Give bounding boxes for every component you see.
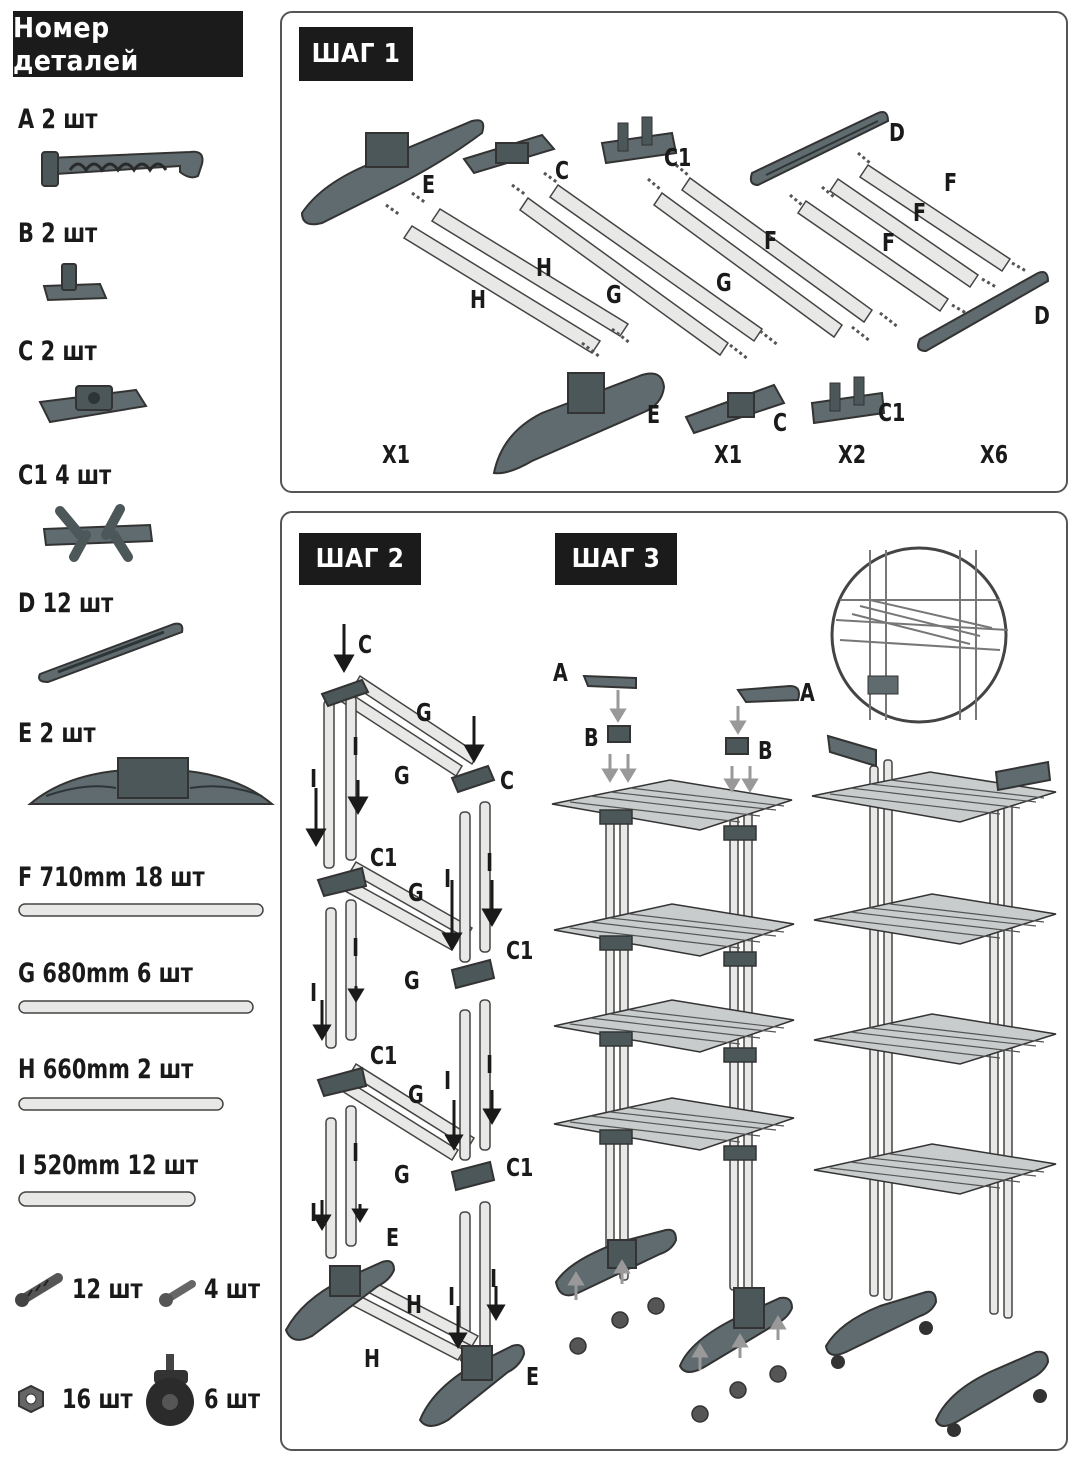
- step1-label-h1: H: [536, 253, 553, 282]
- step2-label-i12: I: [490, 1264, 498, 1293]
- step2-label-i3: I: [444, 864, 452, 893]
- step2-label-i7: I: [444, 1066, 452, 1095]
- step2-title: ШАГ 2: [299, 533, 421, 585]
- rod-g-2: [548, 183, 764, 343]
- step1-title: ШАГ 1: [299, 27, 413, 81]
- step2-label-g4: G: [404, 966, 420, 995]
- step3-label-a-right: A: [800, 678, 815, 707]
- step1-label-g2: G: [716, 268, 732, 297]
- step3-title: ШАГ 3: [555, 533, 677, 585]
- step1-count-x1b: X1: [714, 440, 743, 469]
- step1-count-x6: X6: [980, 440, 1009, 469]
- step2-label-g2: G: [394, 761, 410, 790]
- part-f-rod-icon: [18, 903, 264, 917]
- step1-count-x2: X2: [838, 440, 867, 469]
- step3-label-a-left: A: [553, 658, 568, 687]
- part-label-c: C 2 шт: [18, 336, 97, 367]
- nut-count: 16 шт: [62, 1384, 133, 1415]
- step1-label-c1-bot: C1: [878, 398, 906, 427]
- step3-diagram: [551, 546, 1057, 1437]
- detail-zoom: [830, 546, 1009, 724]
- rod-f-4: [828, 177, 980, 289]
- step2-label-i9: I: [310, 1198, 318, 1227]
- step3-label-b-right: B: [758, 736, 773, 765]
- bolt-count: 12 шт: [72, 1274, 143, 1305]
- step2-label-i10: I: [352, 1138, 360, 1167]
- step1-count-x1a: X1: [382, 440, 411, 469]
- step2-label-g3: G: [408, 878, 424, 907]
- rack-right: [811, 734, 1057, 1437]
- rod-h-2: [430, 207, 630, 338]
- part-label-d: D 12 шт: [18, 588, 114, 619]
- part-label-b: B 2 шт: [18, 218, 98, 249]
- part-b-connector-icon: [42, 263, 108, 302]
- step1-label-f4: F: [764, 226, 778, 255]
- step2-label-c1-c: C1: [370, 1041, 398, 1070]
- step2-label-h1: H: [406, 1290, 423, 1319]
- step2-label-i11: I: [448, 1282, 456, 1311]
- part-a-hook-icon: [41, 150, 204, 187]
- part-label-e: E 2 шт: [18, 718, 96, 749]
- step2-label-g5: G: [408, 1080, 424, 1109]
- screw-icon: [159, 1280, 196, 1307]
- rod-f-5: [858, 163, 1012, 273]
- step1-label-e2: E: [647, 400, 661, 429]
- step1-label-e1: E: [422, 170, 436, 199]
- part-label-c1: C1 4 шт: [18, 460, 112, 491]
- step1-label-d-top: D: [889, 118, 905, 147]
- parts-header: Номер деталей: [13, 11, 243, 77]
- step2-label-e-top: E: [386, 1223, 400, 1252]
- step2-label-i1: I: [310, 764, 318, 793]
- step1-label-d-bot: D: [1034, 301, 1050, 330]
- wheel-count: 6 шт: [204, 1384, 261, 1415]
- rod-f-2: [680, 176, 874, 324]
- step2-label-c1-d: C1: [506, 1153, 534, 1182]
- step1-label-f1: F: [944, 168, 958, 197]
- part-label-g: G 680mm 6 шт: [18, 958, 193, 989]
- step1-label-f2: F: [913, 198, 927, 227]
- step2-label-i2: I: [352, 732, 360, 761]
- wheel-icon: [146, 1354, 194, 1426]
- step2-label-i8: I: [486, 1050, 494, 1079]
- step1-label-h2: H: [470, 285, 487, 314]
- part-c1-joint-icon: [42, 504, 154, 562]
- step2-label-h2: H: [364, 1344, 381, 1373]
- part-h-rod-icon: [18, 1097, 224, 1111]
- step2-diagram: [284, 624, 526, 1427]
- screw-count: 4 шт: [204, 1274, 261, 1305]
- step1-diagram: [300, 111, 1050, 475]
- step2-label-c1-a: C1: [370, 843, 398, 872]
- part-label-h: H 660mm 2 шт: [18, 1054, 194, 1085]
- step2-label-g6: G: [394, 1160, 410, 1189]
- step2-label-i5: I: [310, 978, 318, 1007]
- bolt-icon: [15, 1273, 63, 1307]
- step2-label-g1: G: [416, 698, 432, 727]
- step1-label-g1: G: [606, 280, 622, 309]
- step2-label-e-bot: E: [526, 1362, 540, 1391]
- nut-icon: [18, 1384, 44, 1414]
- step2-label-i6: I: [352, 933, 360, 962]
- part-label-a: A 2 шт: [18, 104, 98, 135]
- step1-label-c-bot: C: [773, 408, 788, 437]
- rod-f-1: [652, 191, 844, 339]
- part-g-rod-icon: [18, 1000, 254, 1014]
- part-d-rail-icon: [38, 622, 184, 684]
- part-i-rod-icon: [18, 1191, 196, 1207]
- rod-g-1: [518, 196, 730, 357]
- part-label-i: I 520mm 12 шт: [18, 1150, 199, 1181]
- step1-label-f3: F: [882, 228, 896, 257]
- rod-f-3: [796, 199, 950, 313]
- rack-left: [551, 779, 795, 1373]
- part-label-f: F 710mm 18 шт: [18, 862, 205, 893]
- part-e-base-icon: [27, 757, 275, 805]
- step3-label-b-left: B: [584, 723, 599, 752]
- step2-label-c-top: C: [358, 630, 373, 659]
- rod-h-1: [402, 224, 602, 355]
- step2-label-c1-b: C1: [506, 936, 534, 965]
- step2-label-i4: I: [486, 848, 494, 877]
- step1-label-c1-top: C1: [664, 143, 692, 172]
- step2-label-c-right: C: [500, 766, 515, 795]
- step1-label-c-top: C: [555, 156, 570, 185]
- part-c-joint-icon: [38, 385, 148, 424]
